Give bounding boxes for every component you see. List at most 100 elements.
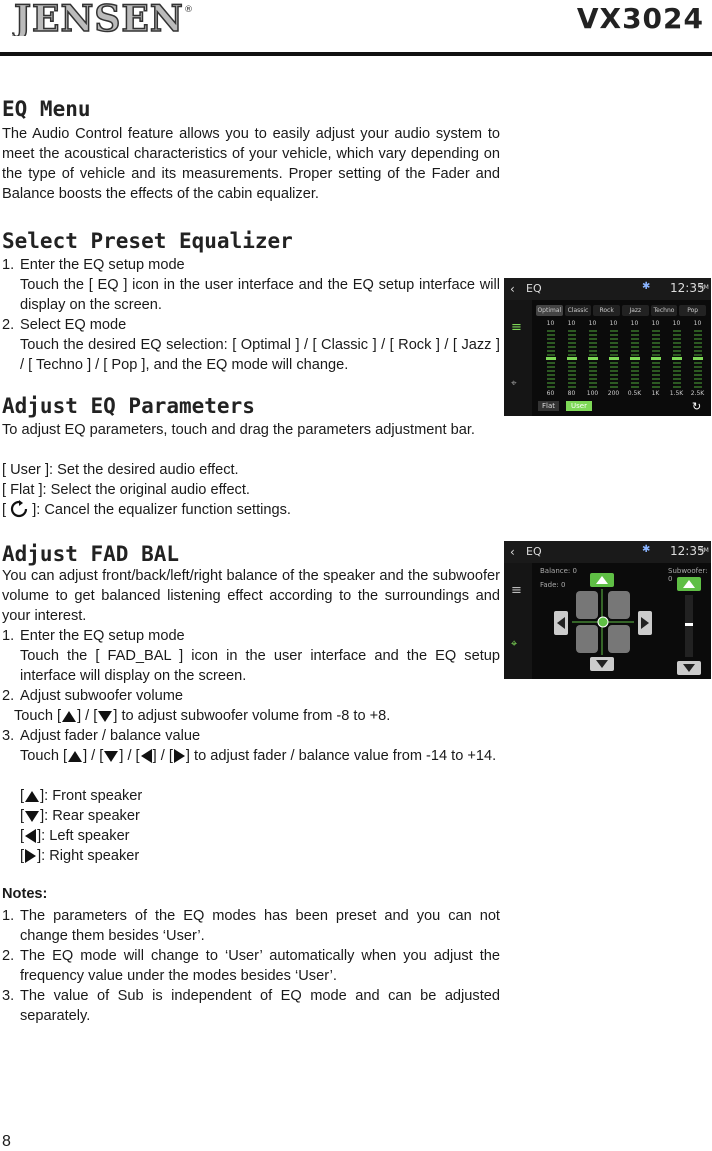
eq-mode-tab[interactable]: Jazz	[622, 305, 649, 316]
fad-heading: Adjust FAD BAL	[2, 542, 180, 566]
eq-mode-tab[interactable]: Pop	[679, 305, 706, 316]
eq-menu-heading: EQ Menu	[2, 97, 91, 121]
fad-screen-title: EQ	[526, 545, 542, 558]
eq-sliders-icon[interactable]: ≡	[511, 320, 522, 335]
clock-ampm: PM	[700, 547, 709, 554]
adjust-eq-heading: Adjust EQ Parameters	[2, 394, 255, 418]
eq-band-handle[interactable]	[545, 357, 556, 360]
cancel-desc: [ ]: Cancel the equalizer function setti…	[2, 500, 291, 518]
eq-sliders-icon[interactable]: ≡	[511, 583, 522, 598]
reset-icon	[11, 500, 28, 518]
eq-band-frequency: 80	[567, 390, 576, 397]
subwoofer-control	[677, 577, 701, 675]
left-speaker-desc: []: Left speaker	[20, 828, 130, 844]
seat-rear-left	[576, 625, 598, 653]
subwoofer-slider-handle	[685, 623, 693, 626]
left-arrow-icon	[557, 617, 565, 629]
seat-rear-right	[608, 625, 630, 653]
eq-band-slider[interactable]	[629, 330, 640, 388]
preset-step-2-detail: Touch the desired EQ selection: [ Optima…	[20, 337, 500, 373]
bluetooth-icon: ✱	[642, 544, 651, 555]
down-arrow-icon	[104, 750, 119, 762]
header-divider	[0, 52, 712, 56]
eq-mode-tab[interactable]: Techno	[650, 305, 678, 316]
right-arrow-icon	[641, 617, 649, 629]
up-arrow-icon	[596, 576, 608, 584]
back-icon[interactable]: ‹	[510, 545, 515, 559]
reset-icon[interactable]: ↻	[692, 400, 702, 413]
eq-band-slider[interactable]	[545, 330, 556, 388]
adjust-eq-body: To adjust EQ parameters, touch and drag …	[2, 422, 475, 438]
eq-band-handle[interactable]	[629, 357, 640, 360]
user-desc: [ User ]: Set the desired audio effect.	[2, 462, 239, 478]
eq-band-slider[interactable]	[650, 330, 661, 388]
right-speaker-desc: []: Right speaker	[20, 848, 140, 864]
front-speaker-desc: []: Front speaker	[20, 788, 143, 804]
user-button[interactable]: User	[566, 401, 592, 411]
model-number: VX3024	[576, 2, 704, 35]
eq-band-level: 10	[672, 320, 681, 327]
eq-menu-body: The Audio Control feature allows you to …	[2, 126, 500, 202]
fad-step-3-detail: Touch [] / [] / [] / [] to adjust fader …	[20, 748, 497, 764]
fad-step-1-detail: Touch the [ FAD_BAL ] icon in the user i…	[20, 648, 500, 684]
eq-band-handle[interactable]	[608, 357, 619, 360]
eq-topbar	[504, 278, 711, 300]
eq-band-level: 10	[546, 320, 555, 327]
preset-heading: Select Preset Equalizer	[2, 229, 293, 253]
left-arrow-icon	[140, 749, 152, 764]
eq-sidebar	[504, 300, 532, 416]
eq-band-slider[interactable]	[671, 330, 682, 388]
eq-mode-tab[interactable]: Rock	[593, 305, 620, 316]
notes-heading: Notes:	[2, 886, 48, 902]
down-arrow-icon	[98, 710, 113, 722]
fad-topbar	[504, 541, 711, 563]
eq-mode-tab[interactable]: Classic	[564, 305, 592, 316]
down-arrow-icon	[683, 664, 695, 672]
up-arrow-icon	[62, 710, 77, 722]
fad-bal-icon[interactable]: ⌖	[511, 637, 518, 650]
eq-mode-tab[interactable]: Optimal	[536, 305, 563, 316]
eq-band-frequency: 2.5K	[690, 390, 705, 397]
right-arrow-icon	[25, 849, 37, 864]
flat-button[interactable]: Flat	[538, 401, 560, 411]
eq-band-handle[interactable]	[587, 357, 598, 360]
rear-speaker-desc: []: Rear speaker	[20, 808, 140, 824]
eq-band-frequency: 0.5K	[627, 390, 642, 397]
seat-front-left	[576, 591, 598, 619]
fad-step-2-detail: Touch [] / [] to adjust subwoofer volume…	[14, 708, 391, 724]
eq-band-handle[interactable]	[566, 357, 577, 360]
eq-band-handle[interactable]	[671, 357, 682, 360]
eq-band-slider[interactable]	[608, 330, 619, 388]
back-icon[interactable]: ‹	[510, 282, 515, 296]
eq-band-slider[interactable]	[692, 330, 703, 388]
eq-band-frequency: 1.5K	[669, 390, 684, 397]
fad-body: You can adjust front/back/left/right bal…	[2, 568, 500, 624]
preset-step-1-detail: Touch the [ EQ ] icon in the user interf…	[20, 277, 500, 313]
eq-band-slider[interactable]	[587, 330, 598, 388]
eq-band-slider[interactable]	[566, 330, 577, 388]
bluetooth-icon: ✱	[642, 281, 651, 292]
fade-value: Fade: 0	[540, 581, 566, 589]
eq-band-handle[interactable]	[650, 357, 661, 360]
eq-band-level: 10	[630, 320, 639, 327]
up-arrow-icon	[68, 750, 83, 762]
right-arrow-icon	[173, 749, 185, 764]
eq-band-frequency: 200	[607, 390, 620, 397]
eq-band-frequency: 1K	[651, 390, 660, 397]
clock-time: 12:35	[670, 281, 705, 295]
balance-value: Balance: 0	[540, 567, 577, 575]
eq-band-level: 10	[567, 320, 576, 327]
left-arrow-icon	[25, 829, 37, 844]
up-arrow-icon	[683, 580, 695, 588]
fad-bal-icon[interactable]: ⌖	[511, 378, 517, 389]
eq-band-level: 10	[588, 320, 597, 327]
fad-screen: ‹ EQ ✱ 12:35 PM ≡ ⌖ Balance: 0 Fade: 0 S…	[504, 541, 711, 679]
eq-band-frequency: 60	[546, 390, 555, 397]
eq-band-frequency: 100	[586, 390, 599, 397]
svg-text:JENSEN: JENSEN	[12, 0, 184, 36]
svg-text:®: ®	[184, 5, 193, 15]
eq-band-handle[interactable]	[692, 357, 703, 360]
down-arrow-icon	[596, 660, 608, 668]
eq-band-level: 10	[693, 320, 702, 327]
